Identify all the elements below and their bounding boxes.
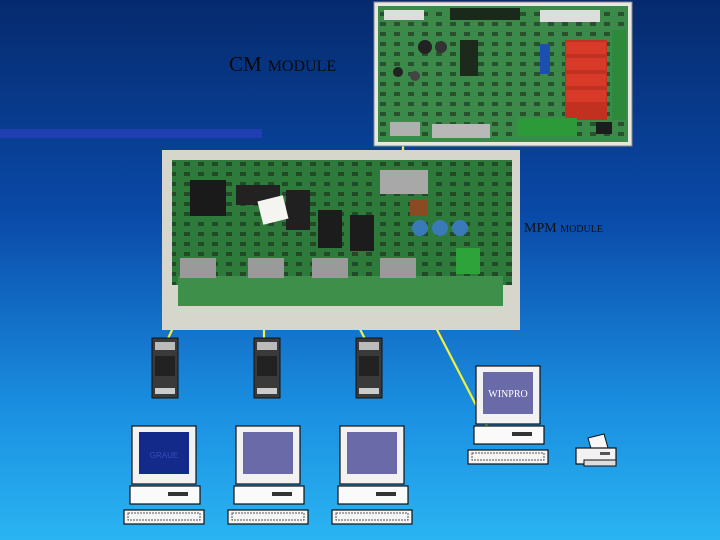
computer-winpro: WINPRO [467, 365, 549, 465]
mpm-module-board [162, 150, 520, 330]
computer-2 [227, 425, 309, 525]
converter-1 [151, 337, 179, 399]
serial-port-3 [312, 258, 348, 278]
serial-port-1 [180, 258, 216, 278]
cm-module-label: CM MODULE [229, 52, 336, 77]
computer-1-screen [139, 432, 189, 474]
cm-label-sub: MODULE [267, 58, 337, 75]
serial-port-2 [248, 258, 284, 278]
winpro-label: WINPRO [488, 389, 527, 400]
computer-1: GRAUE [123, 425, 205, 525]
cm-module-board [373, 1, 633, 147]
computer-3-screen [347, 432, 397, 474]
cm-label-main: CM [229, 52, 262, 76]
converter-2 [253, 337, 281, 399]
screen-text: GRAUE [150, 451, 178, 460]
serial-port-4 [380, 258, 416, 278]
mpm-label-sub: MODULE [560, 224, 603, 235]
computer-2-screen [243, 432, 293, 474]
computer-3 [331, 425, 413, 525]
printer [575, 433, 617, 467]
converter-3 [355, 337, 383, 399]
accent-bar [0, 129, 262, 138]
winpro-screen [483, 372, 533, 414]
mpm-module-label: MPM MODULE [524, 221, 603, 237]
mpm-label-main: MPM [524, 221, 557, 236]
